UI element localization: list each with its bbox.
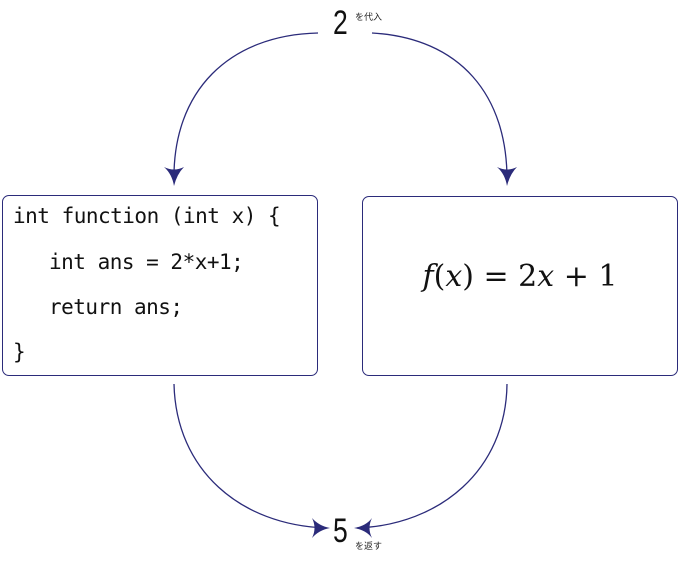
formula-x2: x <box>537 259 555 294</box>
input-note: を代入 <box>355 13 383 23</box>
formula-x: x <box>445 259 463 294</box>
formula-f: f <box>422 259 434 294</box>
formula-equals: = <box>473 259 519 294</box>
input-value: 2 <box>333 4 348 42</box>
formula-two: 2 <box>518 259 538 294</box>
code-line-2: int ans = 2*x+1; <box>49 250 244 274</box>
output-note: を返す <box>355 542 383 552</box>
formula-open-paren: ( <box>433 259 446 294</box>
formula-one: 1 <box>598 259 618 294</box>
formula: f(x) = 2x + 1 <box>363 259 677 294</box>
arrowhead-output-left <box>312 518 330 538</box>
arrow-math-to-output <box>356 383 508 529</box>
formula-close-paren: ) <box>462 259 474 294</box>
code-line-1: int function (int x) { <box>13 204 281 228</box>
formula-plus: + <box>554 259 599 294</box>
arrow-input-to-code <box>173 32 319 183</box>
arrow-input-to-math <box>371 32 508 183</box>
code-line-3: return ans; <box>49 295 183 319</box>
code-line-4: } <box>13 340 26 364</box>
arrowhead-output-right <box>354 518 372 538</box>
arrow-code-to-output <box>173 383 327 529</box>
code-box: int function (int x) { int ans = 2*x+1; … <box>2 195 318 376</box>
arrowhead-code-top <box>164 167 184 186</box>
output-value: 5 <box>333 512 348 550</box>
arrowhead-math-top <box>497 167 517 186</box>
math-box: f(x) = 2x + 1 <box>362 196 678 376</box>
